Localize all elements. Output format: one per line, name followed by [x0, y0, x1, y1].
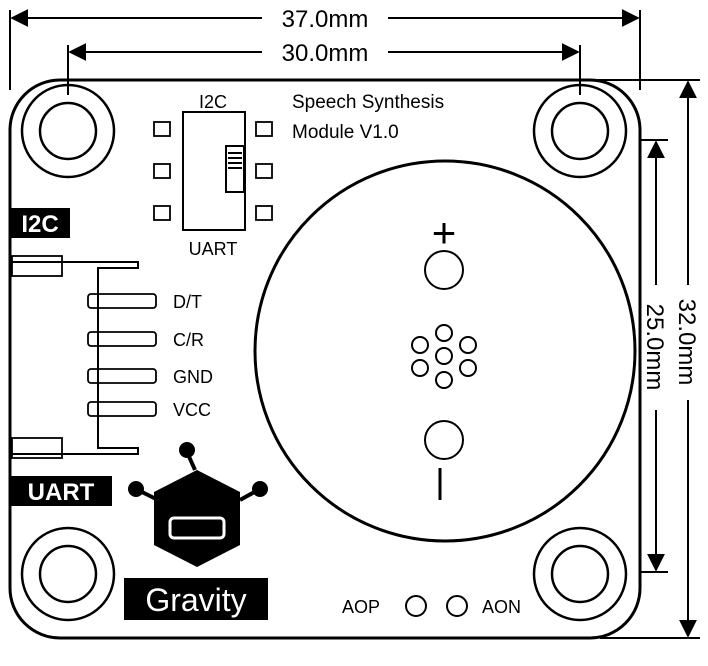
pin-label-vcc: VCC [173, 400, 211, 420]
side-label-i2c: I2C [10, 208, 70, 238]
connector: D/T C/R GND VCC [11, 255, 213, 459]
mounting-hole-bottom-right [532, 526, 628, 622]
side-label-uart-text: UART [28, 479, 95, 506]
mounting-hole-top-right [532, 83, 628, 179]
dimension-width-total-label: 37.0mm [282, 6, 369, 33]
speaker-plus-label: + [432, 209, 457, 256]
pin-label-gnd: GND [173, 367, 213, 387]
dimension-height-speaker-label: 25.0mm [641, 304, 668, 391]
board-outline [8, 78, 642, 640]
switch-label-uart: UART [189, 239, 238, 259]
dimension-width-holes-label: 30.0mm [282, 40, 369, 67]
audio-pads: AOP AON [342, 595, 521, 617]
speaker: + [253, 159, 637, 543]
pad-label-aon: AON [482, 597, 521, 617]
side-label-i2c-text: I2C [21, 211, 58, 238]
mode-switch: I2C UART [153, 92, 273, 259]
brand-name: Gravity [145, 582, 246, 618]
dimension-height-total: 32.0mm [580, 79, 700, 639]
mounting-hole-top-left [20, 83, 116, 179]
switch-label-i2c: I2C [199, 92, 227, 112]
dimension-height-total-label: 32.0mm [673, 299, 700, 386]
dimension-height-speaker: 25.0mm [640, 139, 668, 573]
module-title-line1: Speech Synthesis [292, 92, 444, 113]
mounting-hole-bottom-left [20, 526, 116, 622]
dimension-width-holes: 30.0mm [67, 40, 581, 95]
pin-label-dt: D/T [173, 292, 202, 312]
pin-label-cr: C/R [173, 330, 204, 350]
dimension-width-total: 37.0mm [9, 6, 641, 90]
module-title-line2: Module V1.0 [292, 122, 399, 143]
pad-label-aop: AOP [342, 597, 380, 617]
gravity-logo: Gravity [124, 442, 268, 620]
side-label-uart: UART [10, 476, 112, 506]
